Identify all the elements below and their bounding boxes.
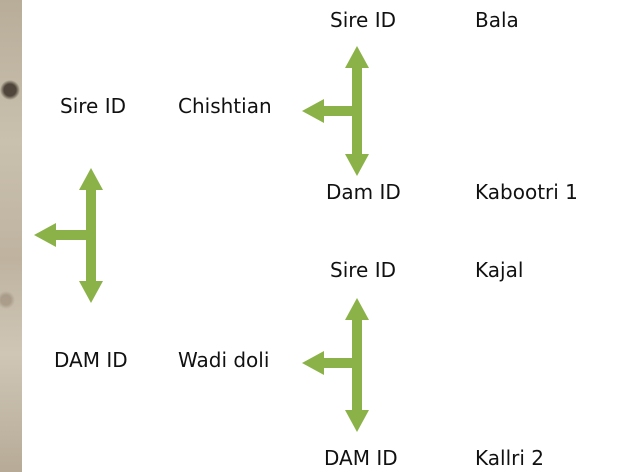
sire-dam-label: Dam ID — [326, 180, 401, 204]
connector-dam-parents — [302, 298, 369, 432]
dam-sire-label: Sire ID — [330, 258, 396, 282]
sire-label: Sire ID — [60, 94, 126, 118]
sire-dam-name: Kabootri 1 — [475, 180, 578, 204]
dam-dam-name: Kallri 2 — [475, 446, 544, 470]
dam-sire-name: Kajal — [475, 258, 524, 282]
dam-label: DAM ID — [54, 348, 128, 372]
sire-name: Chishtian — [178, 94, 272, 118]
connector-sire-parents — [302, 46, 369, 176]
connector-root — [34, 168, 103, 303]
dam-name: Wadi doli — [178, 348, 270, 372]
animal-photo-edge — [0, 0, 22, 472]
sire-sire-name: Bala — [475, 8, 519, 32]
dam-dam-label: DAM ID — [324, 446, 398, 470]
sire-sire-label: Sire ID — [330, 8, 396, 32]
